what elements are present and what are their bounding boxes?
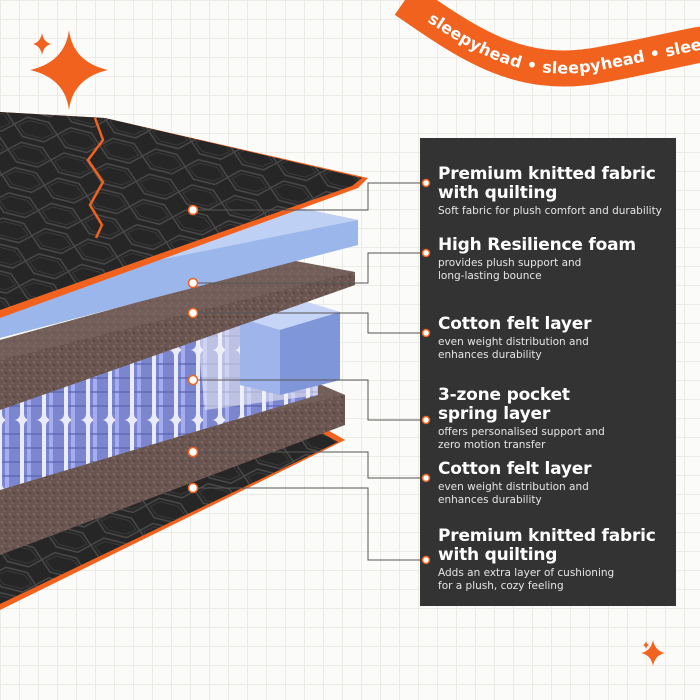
feature-foam: High Resilience foam provides plush supp… xyxy=(438,236,674,283)
callout-dot-4 xyxy=(187,374,199,386)
feature-title: Cotton felt layer xyxy=(438,314,592,334)
callout-dot-2 xyxy=(187,277,199,289)
feature-cotton-felt-bottom: Cotton felt layer even weight distributi… xyxy=(438,460,674,507)
leader-line-2 xyxy=(193,252,425,284)
leader-line-3 xyxy=(193,312,425,334)
svg-text:sleepyhead •: sleepyhead • sleepyhead • sleepyhead xyxy=(0,0,700,78)
callout-dot-6 xyxy=(187,482,199,494)
brand-wave-banner: sleepyhead • sleepyhead • sleepyhead xyxy=(0,0,700,87)
leader-line-6 xyxy=(193,487,425,561)
callout-dot-5 xyxy=(187,446,199,458)
callout-dot-3 xyxy=(187,307,199,319)
sparkle-bottom-small-icon xyxy=(643,641,649,649)
top-cover-layer xyxy=(0,112,368,318)
leader-line-1 xyxy=(193,182,425,211)
top-felt-layer xyxy=(0,260,355,410)
callout-dots xyxy=(187,204,199,494)
sparkle-bottom-large-icon xyxy=(641,640,665,666)
callout-dot-1 xyxy=(187,204,199,216)
leader-line-5 xyxy=(193,451,425,479)
leader-line-4 xyxy=(193,379,425,421)
feature-title: Cotton felt layer xyxy=(438,459,592,479)
leader-lines xyxy=(193,182,425,561)
feature-desc: Soft fabric for plush comfort and durabi… xyxy=(438,205,662,217)
feature-cotton-felt-top: Cotton felt layer even weight distributi… xyxy=(438,315,674,362)
sparkle-large-icon xyxy=(30,30,108,110)
sparkle-small-icon xyxy=(33,33,51,55)
features-panel xyxy=(420,138,676,606)
feature-title: High Resilience foam xyxy=(438,235,636,255)
